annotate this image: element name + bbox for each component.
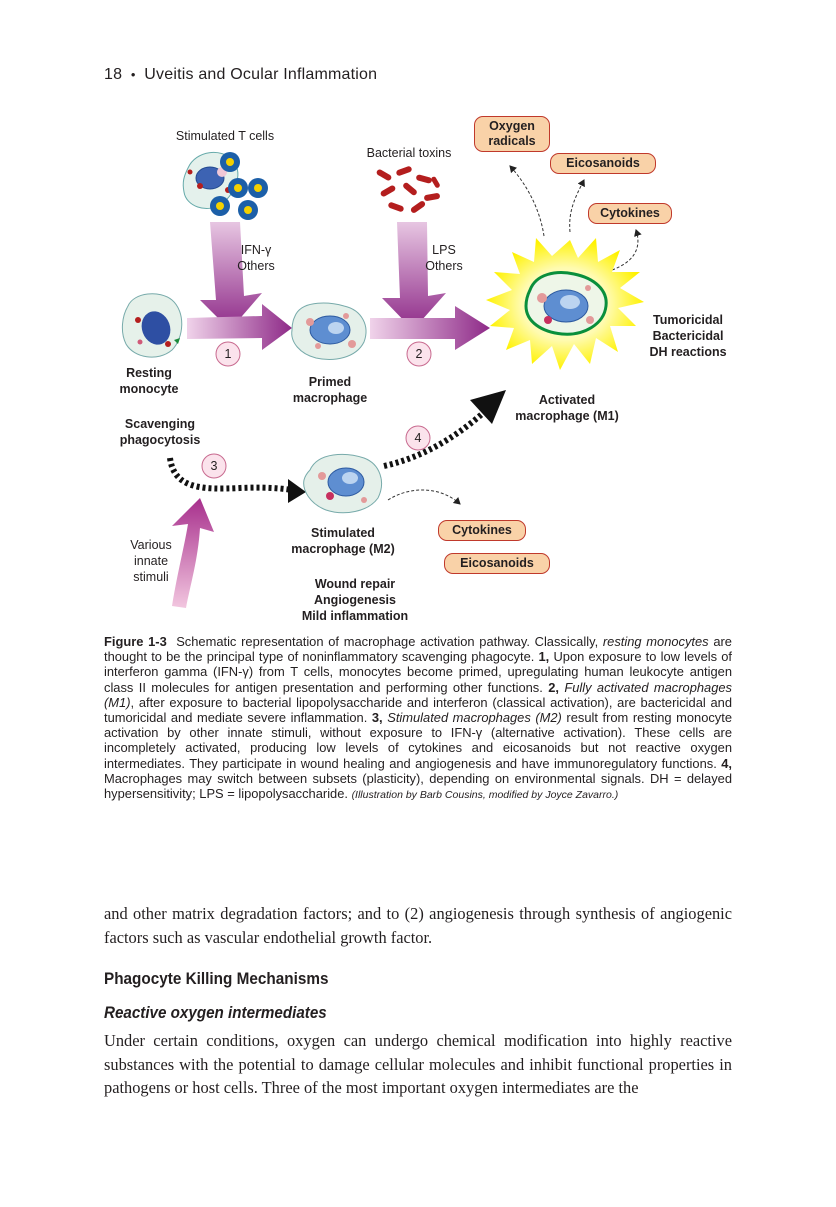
box-m2-eicosanoids: Eicosanoids xyxy=(444,553,550,574)
figure-caption: Figure 1-3 Schematic representation of m… xyxy=(104,634,732,803)
label-lps-others: LPS Others xyxy=(425,243,463,273)
label-activated-macrophage: Activated macrophage (M1) xyxy=(515,393,619,423)
step-1-label: 1 xyxy=(224,347,232,361)
caption-p1-num: 1, xyxy=(538,649,550,665)
label-ifn-others: IFN-γ Others xyxy=(237,243,275,273)
caption-p3-term: Stimulated macrophages (M2) xyxy=(387,710,562,726)
caption-p4-text: Macrophages may switch between subsets (… xyxy=(104,770,732,802)
primed-macrophage-illustration xyxy=(291,302,367,360)
caption-intro-end: are thought to be the principal type of … xyxy=(104,634,732,665)
box-m1-cytokines: Cytokines xyxy=(588,203,672,224)
caption-p4-num: 4, xyxy=(721,755,732,771)
section-heading: Phagocyte Killing Mechanisms xyxy=(104,969,329,988)
step-3-circle xyxy=(201,453,227,479)
caption-resting-term: resting monocytes xyxy=(602,634,709,649)
ifn-down-arrow xyxy=(200,222,262,330)
label-m1-functions: Tumoricidal Bactericidal DH reactions xyxy=(649,313,727,359)
stimulated-macrophage-illustration xyxy=(303,453,382,514)
m1-product-arrows xyxy=(509,165,642,271)
bacteria-illustration xyxy=(376,166,440,213)
caption-intro: Schematic representation of macrophage a… xyxy=(176,634,603,649)
label-stimulated-t-cells: Stimulated T cells xyxy=(175,129,275,143)
resting-monocyte-illustration xyxy=(121,293,183,358)
label-resting-monocyte: Resting monocyte xyxy=(119,366,179,396)
lps-down-arrow xyxy=(382,222,446,330)
box-m2-cytokines: Cytokines xyxy=(438,520,526,541)
label-bacterial-toxins: Bacterial toxins xyxy=(366,146,452,160)
caption-p1-text: Upon exposure to low levels of interfero… xyxy=(104,649,733,695)
page-number: 18 xyxy=(104,66,123,83)
box-oxygen-radicals: Oxygen radicals xyxy=(474,116,550,152)
step-2-label: 2 xyxy=(415,347,423,361)
arrow-primed-to-activated xyxy=(370,306,490,350)
subsection-heading: Reactive oxygen intermediates xyxy=(104,1004,327,1022)
arrow-m2-to-m1 xyxy=(383,390,506,469)
step-4-label: 4 xyxy=(414,431,422,445)
step-3-label: 3 xyxy=(210,459,218,473)
caption-p2-text: , after exposure to bacterial lipopolysa… xyxy=(104,694,732,726)
arrow-monocyte-to-primed xyxy=(187,304,292,350)
body-paragraph: Under certain conditions, oxygen can und… xyxy=(104,1031,732,1097)
caption-p3-num: 3, xyxy=(371,710,383,726)
label-scavenging: Scavenging phagocytosis xyxy=(119,417,201,447)
label-stimulated-macrophage: Stimulated macrophage (M2) xyxy=(291,526,395,556)
caption-p3-text: result from resting monocyte activation … xyxy=(104,710,732,771)
step-2-circle xyxy=(406,341,432,367)
m2-product-arrow xyxy=(387,489,461,505)
caption-p2-num: 2, xyxy=(548,679,559,695)
step-1-circle xyxy=(215,341,241,367)
box-m1-eicosanoids: Eicosanoids xyxy=(550,153,656,174)
macrophage-activation-figure: Stimulated T cells Bacterial toxins IFN-… xyxy=(119,116,727,623)
arrow-scavenging-to-m2 xyxy=(167,457,306,503)
bullet: • xyxy=(130,67,136,82)
label-various-stimuli: Various innate stimuli xyxy=(130,538,172,584)
book-title: Uveitis and Ocular Inflammation xyxy=(144,66,378,83)
label-primed-macrophage: Primed macrophage xyxy=(292,375,368,405)
figure-label: Figure 1-3 xyxy=(104,634,167,649)
various-stimuli-up-arrow xyxy=(172,498,214,608)
t-cells-illustration xyxy=(182,152,268,220)
caption-p2-term: Fully activated macrophages (M1) xyxy=(104,679,732,710)
figure-artwork xyxy=(121,152,644,608)
step-4-circle xyxy=(405,425,431,451)
running-head: 18 • Uveitis and Ocular Inflammation xyxy=(104,66,377,84)
caption-credit: (Illustration by Barb Cousins, modified … xyxy=(351,789,619,802)
continuation-paragraph: and other matrix degradation factors; an… xyxy=(104,904,732,947)
activated-macrophage-illustration xyxy=(486,238,644,370)
label-m2-functions: Wound repair Angiogenesis Mild inflammat… xyxy=(301,577,409,623)
